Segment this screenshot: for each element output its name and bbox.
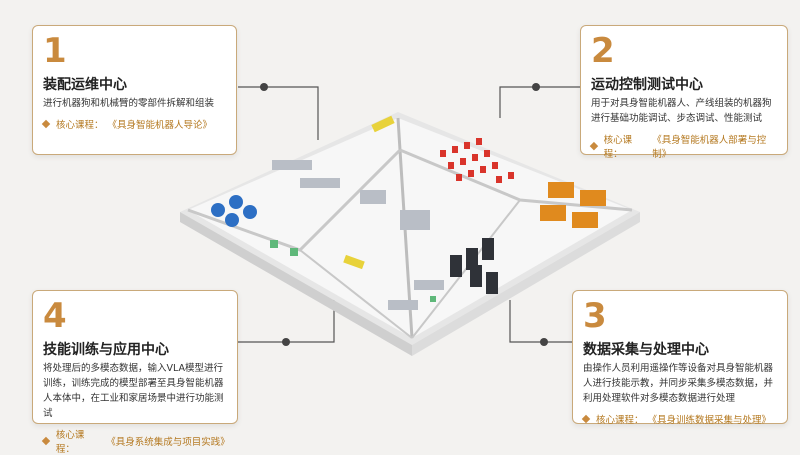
card-data-collection-center: 3 数据采集与处理中心 由操作人员利用遥操作等设备对具身智能机器人进行技能示教，…	[572, 290, 788, 426]
card-title: 装配运维中心	[43, 77, 127, 93]
card-assembly-maintenance-center: 1 装配运维中心 进行机器狗和机械臂的零部件拆解和组装 核心课程： 《具身智能机…	[32, 25, 237, 155]
card-number: 3	[583, 296, 607, 336]
card-title: 运动控制测试中心	[591, 77, 703, 93]
diamond-icon	[41, 436, 51, 446]
connector-dot	[532, 83, 540, 91]
course-label: 核心课程：	[55, 430, 85, 455]
connector-dot	[260, 83, 268, 91]
connector-dot	[282, 338, 290, 346]
course-label: 核心课程：	[603, 135, 633, 160]
course-name: 《具身训练数据采集与处理》	[647, 415, 772, 426]
card-description: 将处理后的多模态数据，输入VLA模型进行训练，训练完成的模型部署至具身智能机器人…	[43, 363, 224, 419]
card-title: 数据采集与处理中心	[583, 342, 709, 358]
course-label: 核心课程：	[596, 415, 644, 426]
card-skill-training-center: 4 技能训练与应用中心 将处理后的多模态数据，输入VLA模型进行训练，训练完成的…	[32, 290, 238, 455]
diamond-icon	[41, 119, 51, 129]
card-title: 技能训练与应用中心	[43, 342, 169, 358]
card-course: 核心课程： 《具身系统集成与项目实践》	[41, 427, 230, 455]
card-number: 2	[591, 31, 615, 71]
diamond-icon	[589, 141, 598, 151]
connector-dot	[540, 338, 548, 346]
course-label: 核心课程：	[56, 120, 104, 131]
card-description: 进行机器狗和机械臂的零部件拆解和组装	[43, 98, 215, 109]
card-number: 4	[43, 296, 67, 336]
course-name: 《具身智能机器人导论》	[107, 120, 213, 131]
card-course: 核心课程： 《具身训练数据采集与处理》	[581, 412, 777, 426]
course-name: 《具身系统集成与项目实践》	[106, 437, 230, 448]
floor-plan-illustration	[180, 112, 640, 356]
card-motion-control-test-center: 2 运动控制测试中心 用于对具身智能机器人、产线组装的机器狗进行基础功能调试、步…	[580, 25, 788, 160]
card-number: 1	[43, 31, 67, 71]
course-name: 《具身智能机器人部署与控制》	[652, 135, 767, 160]
diamond-icon	[581, 414, 591, 424]
card-description: 用于对具身智能机器人、产线组装的机器狗进行基础功能调试、步态调试、性能测试	[591, 98, 772, 124]
card-course: 核心课程： 《具身智能机器人导论》	[41, 117, 226, 131]
card-description: 由操作人员利用遥操作等设备对具身智能机器人进行技能示教，并同步采集多模态数据，并…	[583, 363, 774, 404]
card-course: 核心课程： 《具身智能机器人部署与控制》	[589, 132, 777, 160]
